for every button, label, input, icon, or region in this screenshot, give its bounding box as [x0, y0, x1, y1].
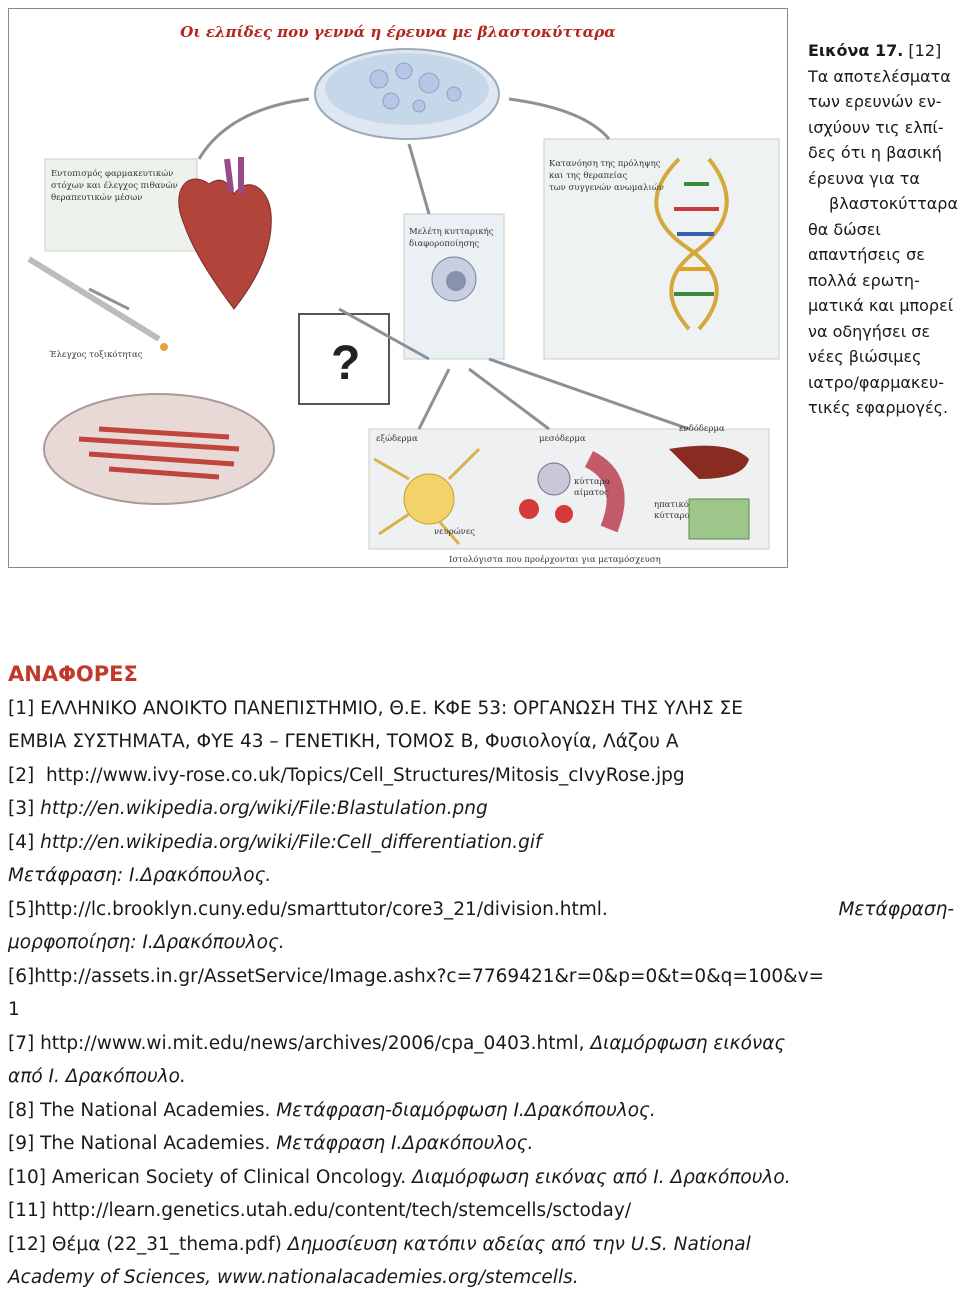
reference-7-cont: από Ι. Δρακόπουλο.: [8, 1066, 186, 1087]
caption-line: απαντήσεις σε: [808, 245, 925, 264]
caption-ref: [12]: [908, 41, 942, 60]
caption-line: ματικά και μπορεί: [808, 296, 954, 315]
svg-text:ενδόδερμα: ενδόδερμα: [679, 423, 725, 434]
svg-text:εξώδερμα: εξώδερμα: [376, 433, 418, 444]
reference-11: [11] http://learn.genetics.utah.edu/cont…: [8, 1194, 954, 1228]
reference-11-link[interactable]: [11] http://learn.genetics.utah.edu/cont…: [8, 1200, 632, 1221]
caption-line: ισχύουν τις ελπί-: [808, 117, 944, 137]
caption-line: πολλά ερωτη-: [808, 270, 920, 290]
reference-2-link[interactable]: http://www.ivy-rose.co.uk/Topics/Cell_St…: [45, 764, 685, 786]
stem-cell-figure: Οι ελπίδες που γεννά η έρευνα με βλαστοκ…: [8, 8, 788, 568]
figure-caption: Εικόνα 17. [12] Τα αποτελέσματα των ερευ…: [808, 38, 958, 421]
caption-line: ιατρο/φαρμακευ-: [808, 372, 945, 392]
reference-8: [8] The National Academies. Μετάφραση-δι…: [8, 1099, 656, 1121]
caption-line: έρευνα για τα: [808, 168, 920, 188]
reference-9: [9] The National Academies. Μετάφραση Ι.…: [8, 1133, 534, 1154]
figure-title: Οι ελπίδες που γεννά η έρευνα με βλαστοκ…: [180, 23, 616, 41]
reference-6: [6]http://assets.in.gr/AssetService/Imag…: [8, 960, 954, 994]
reference-4-translation: Μετάφραση: Ι.Δρακόπουλος.: [8, 865, 272, 886]
caption-line: βλαστοκύτταρα: [829, 194, 958, 213]
caption-line: θα δώσει: [808, 219, 881, 239]
caption-line: Τα αποτελέσματα: [808, 66, 951, 86]
reference-10: [10] American Society of Clinical Oncolo…: [8, 1166, 791, 1188]
caption-label: Εικόνα 17.: [808, 41, 904, 60]
reference-12-cont: Academy of Sciences, www.nationalacademi…: [8, 1267, 579, 1288]
reference-4: [4] http://en.wikipedia.org/wiki/File:Ce…: [8, 831, 542, 853]
caption-line: να οδηγήσει σε: [808, 321, 930, 341]
reference-7-link[interactable]: [7] http://www.wi.mit.edu/news/archives/…: [8, 1032, 585, 1054]
svg-text:μεσόδερμα: μεσόδερμα: [539, 433, 586, 444]
reference-7: [7] http://www.wi.mit.edu/news/archives/…: [8, 1032, 786, 1054]
references-section: ΑΝΑΦΟΡΕΣ [1] ΕΛΛΗΝΙΚΟ ΑΝΟΙΚΤΟ ΠΑΝΕΠΙΣΤΗΜ…: [8, 658, 954, 1295]
reference-5-translation: μορφοποίηση: Ι.Δρακόπουλος.: [8, 932, 285, 953]
references-heading: ΑΝΑΦΟΡΕΣ: [8, 662, 138, 686]
reference-5-link[interactable]: [5]http://lc.brooklyn.cuny.edu/smarttuto…: [8, 898, 608, 920]
caption-line: τικές εφαρμογές.: [808, 398, 949, 417]
reference-3: [3] http://en.wikipedia.org/wiki/File:Bl…: [8, 798, 488, 819]
caption-line: νέες βιώσιμες: [808, 347, 922, 366]
svg-text:Ιστολόγιστα που προέρχονται γι: Ιστολόγιστα που προέρχονται για μεταμόσχ…: [449, 554, 661, 565]
reference-6-link[interactable]: [6]http://assets.in.gr/AssetService/Imag…: [8, 965, 825, 987]
reference-12: [12] Θέμα (22_31_thema.pdf) Δημοσίευση κ…: [8, 1233, 751, 1255]
svg-text:?: ?: [331, 337, 360, 390]
reference-2: [2] http://www.ivy-rose.co.uk/Topics/Cel…: [8, 764, 685, 786]
reference-1: [1] ΕΛΛΗΝΙΚΟ ΑΝΟΙΚΤΟ ΠΑΝΕΠΙΣΤΗΜΙΟ, Θ.Ε. …: [8, 697, 743, 719]
reference-4-link[interactable]: http://en.wikipedia.org/wiki/File:Cell_d…: [40, 831, 542, 853]
caption-line: δες ότι η βασική: [808, 143, 942, 162]
reference-3-link[interactable]: http://en.wikipedia.org/wiki/File:Blastu…: [40, 798, 488, 819]
caption-line: των ερευνών εν-: [808, 92, 942, 111]
reference-5: [5]http://lc.brooklyn.cuny.edu/smarttuto…: [8, 893, 954, 927]
reference-6-cont: 1: [8, 999, 20, 1020]
svg-text:νευρώνες: νευρώνες: [434, 526, 475, 537]
svg-text:Έλεγχος τοξικότητας: Έλεγχος τοξικότητας: [49, 349, 143, 360]
reference-1-cont: ΕΜΒΙΑ ΣΥΣΤΗΜΑΤΑ, ΦΥΕ 43 – ΓΕΝΕΤΙΚΗ, ΤΟΜΟ…: [8, 731, 679, 752]
